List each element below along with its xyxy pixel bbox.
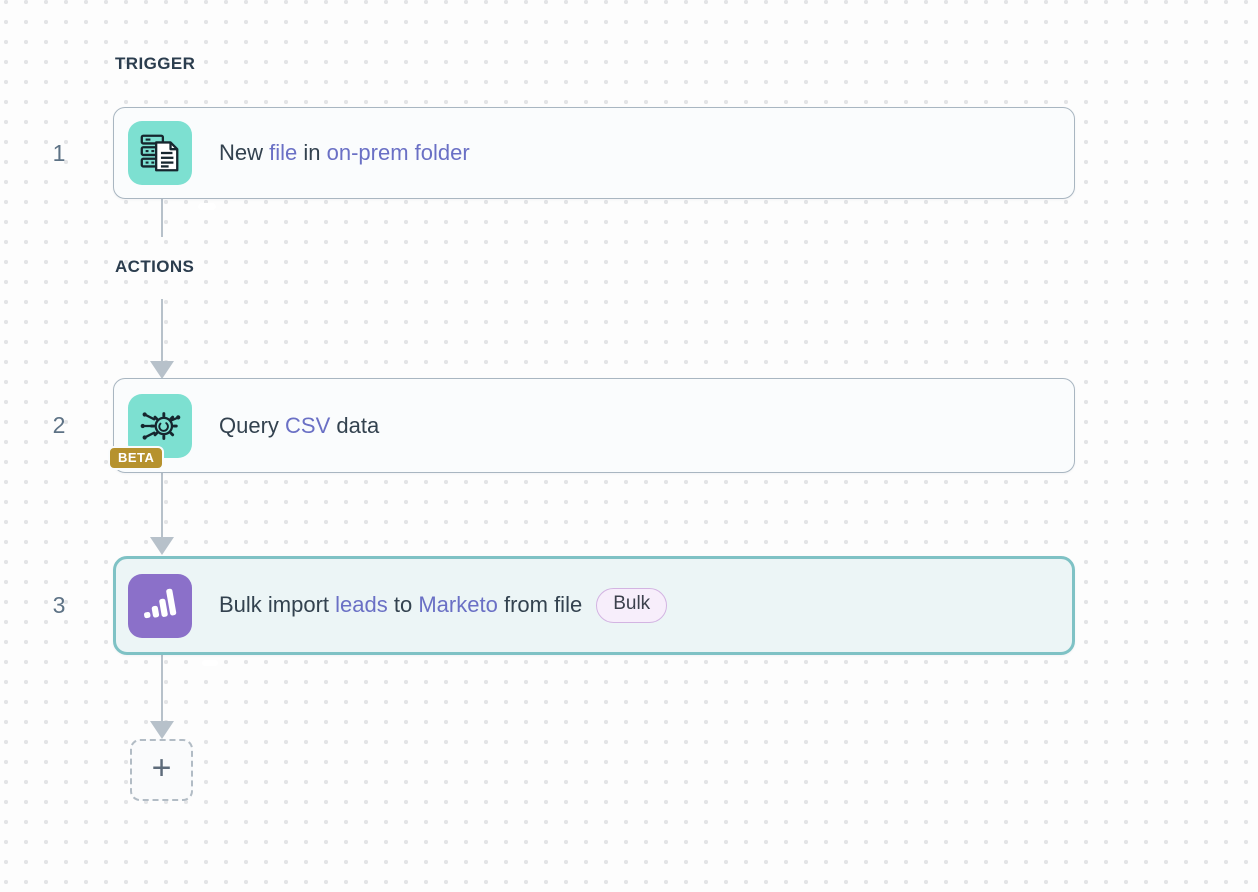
action-card-query-csv[interactable]: BETA Query CSV data [108,378,1075,473]
beta-badge: BETA [108,445,165,470]
title-text: Query [219,412,286,438]
connector-line [161,299,163,362]
step-title: Bulk import leads to Marketo from file Bu… [219,588,668,623]
title-text: data [330,412,380,438]
trigger-card-new-file-on-prem[interactable]: New file in on-prem folder [113,107,1075,210]
action-card-bulk-import-marketo[interactable]: Bulk import leads to Marketo from file Bu… [113,556,1075,666]
csv-query-gear-icon: BETA [108,393,192,470]
title-link-on-prem-folder[interactable]: on-prem folder [326,140,470,165]
title-text: from file [497,592,583,618]
icon-notch [198,203,216,210]
title-text: New [219,140,270,165]
title-link-file[interactable]: file [269,140,298,165]
plus-icon: + [151,749,172,787]
icon-notch [202,659,218,666]
connector-line [161,655,163,722]
title-link-leads[interactable]: leads [335,592,388,618]
title-text: to [387,592,419,618]
title-text: in [297,140,327,165]
step-number-3: 3 [52,592,66,618]
step-number-2: 2 [52,412,66,438]
connector-line [161,473,163,538]
title-link-csv[interactable]: CSV [285,412,331,438]
connector-arrowhead [150,537,174,555]
connector-line [161,199,163,237]
title-text: Bulk import [219,592,336,618]
step-number-1: 1 [52,140,66,166]
bulk-badge: Bulk [596,588,668,623]
connector-arrowhead [150,361,174,379]
trigger-section-label: TRIGGER [115,54,196,73]
on-prem-files-icon [128,121,216,210]
actions-section-label: ACTIONS [115,257,195,276]
marketo-icon [128,573,218,666]
add-step-button[interactable]: + [130,739,193,801]
title-link-marketo[interactable]: Marketo [418,592,498,618]
step-title: Query CSV data [219,413,379,439]
connector-arrowhead [150,721,174,739]
step-title: New file in on-prem folder [219,140,470,166]
